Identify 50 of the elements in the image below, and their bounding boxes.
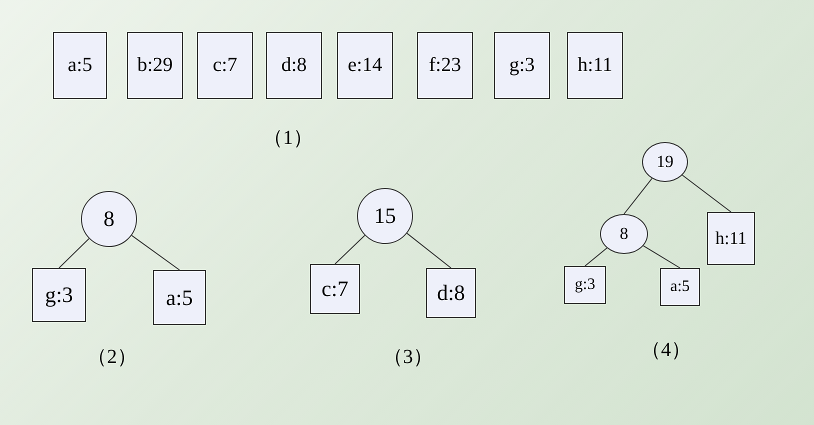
connector-line [682, 174, 732, 212]
leaf-box [127, 32, 183, 99]
leaf-box [32, 268, 86, 322]
node-label: a:5 [166, 284, 193, 310]
figure-number: （4） [641, 338, 691, 363]
leaf-box [197, 32, 253, 99]
node-label: c:7 [212, 54, 238, 77]
leaf-box [564, 266, 606, 304]
connector-line [406, 232, 452, 268]
node-label: d:8 [281, 54, 307, 77]
node-label: f:23 [428, 54, 462, 77]
connector-line [131, 234, 180, 270]
connector-line [58, 238, 90, 268]
node-label: g:3 [509, 54, 535, 77]
tree-node-circle [642, 142, 688, 182]
node-label: d:8 [436, 280, 466, 306]
node-label: a:5 [670, 278, 690, 296]
tree-node-circle [600, 214, 648, 254]
leaf-box [660, 268, 700, 306]
node-label: 8 [104, 206, 114, 232]
leaf-box [153, 270, 206, 325]
node-label: b:29 [137, 54, 173, 77]
leaf-box [567, 32, 623, 99]
node-label: 8 [620, 224, 628, 244]
leaf-box [417, 32, 473, 99]
tree-node-circle [81, 191, 137, 247]
leaf-box [266, 32, 322, 99]
node-label: 19 [656, 152, 674, 172]
leaf-box [426, 268, 476, 318]
connector-line [624, 178, 652, 214]
leaf-box [494, 32, 550, 99]
figure-number: （1） [263, 126, 313, 151]
leaf-box [53, 32, 107, 99]
figure-number: （2） [87, 345, 137, 370]
connector-line [642, 245, 680, 268]
node-label: 15 [374, 203, 396, 229]
node-label: c:7 [322, 276, 348, 302]
node-label: e:14 [348, 54, 382, 77]
node-label: h:11 [715, 228, 747, 249]
leaf-box [707, 212, 755, 265]
node-label: g:3 [574, 276, 596, 294]
node-label: h:11 [578, 54, 612, 77]
node-label: g:3 [44, 282, 74, 308]
connector-line [584, 248, 608, 266]
tree-node-circle [357, 188, 413, 244]
figure-number: （3） [383, 345, 433, 370]
node-label: a:5 [68, 54, 92, 77]
leaf-box [337, 32, 393, 99]
connector-line [334, 234, 366, 264]
leaf-box [310, 264, 360, 314]
